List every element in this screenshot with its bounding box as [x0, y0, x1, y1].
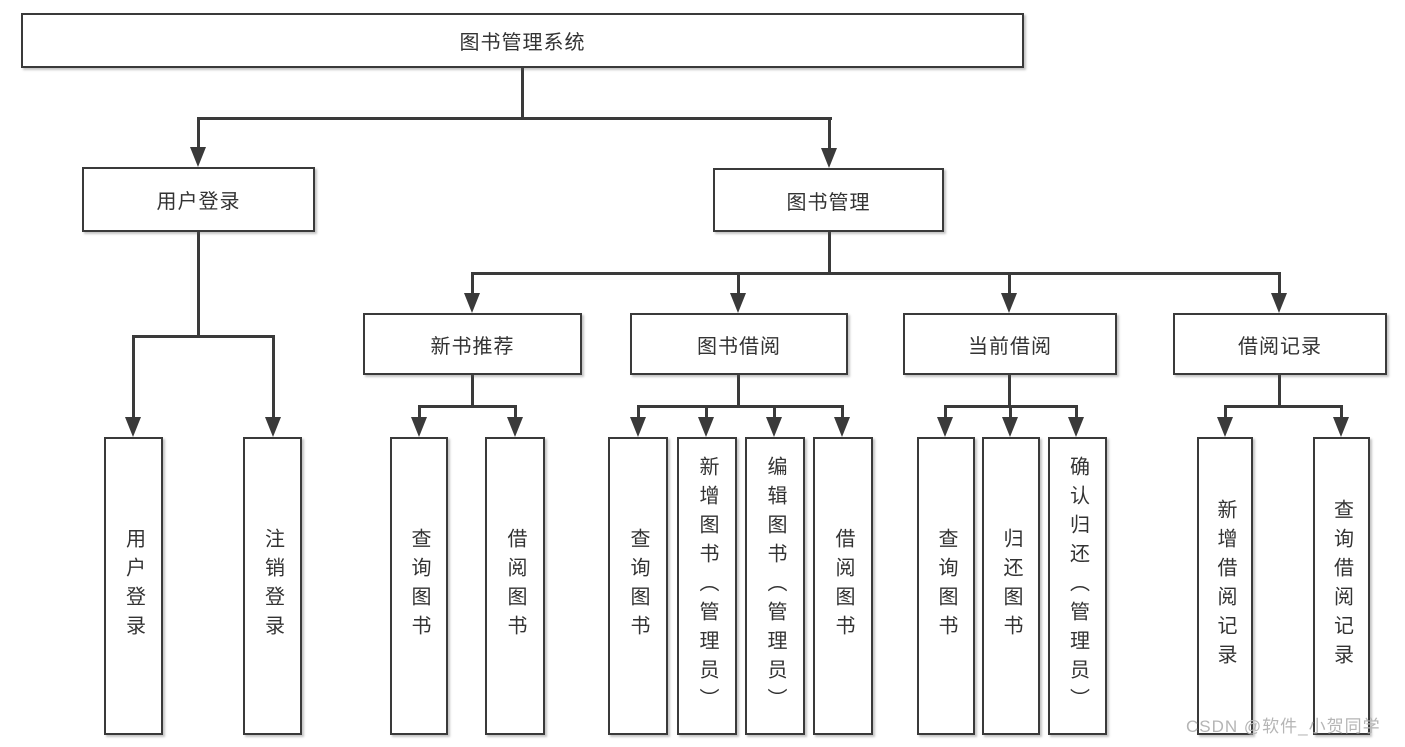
connector-book-mgmt-hline	[471, 272, 1281, 275]
connector-line	[418, 405, 421, 419]
arrow-down-icon	[821, 148, 837, 168]
arrow-down-icon	[834, 417, 850, 437]
connector-nbr-stem	[471, 375, 474, 408]
connector-br-stem	[1278, 375, 1281, 408]
connector-line	[1009, 405, 1012, 419]
connector-line	[637, 405, 640, 419]
connector-line	[737, 272, 740, 296]
node-new-book-recommend: 新书推荐	[363, 313, 582, 375]
leaf-br-query-borrow-record: 查询借阅记录	[1313, 437, 1370, 735]
arrow-down-icon	[1002, 417, 1018, 437]
leaf-cb-confirm-return-admin: 确认归还（管理员）	[1048, 437, 1107, 735]
leaf-bb-edit-book-admin: 编辑图书（管理员）	[745, 437, 805, 735]
arrow-down-icon	[1217, 417, 1233, 437]
connector-line	[471, 272, 474, 296]
leaf-cb-query-books: 查询图书	[917, 437, 975, 735]
arrow-down-icon	[125, 417, 141, 437]
node-borrowing-records: 借阅记录	[1173, 313, 1387, 375]
connector-user-login-stem	[197, 232, 200, 338]
arrow-down-icon	[630, 417, 646, 437]
leaf-bb-add-book-admin: 新增图书（管理员）	[677, 437, 737, 735]
connector-br-hline	[1224, 405, 1343, 408]
connector-book-mgmt-stem	[828, 232, 831, 275]
arrow-down-icon	[1271, 293, 1287, 313]
leaf-logout: 注销登录	[243, 437, 302, 735]
arrow-down-icon	[1333, 417, 1349, 437]
connector-root-stem	[521, 68, 524, 119]
connector-line	[197, 117, 200, 150]
connector-line	[944, 405, 947, 419]
leaf-bb-borrow-books: 借阅图书	[813, 437, 873, 735]
node-current-borrowing: 当前借阅	[903, 313, 1117, 375]
connector-line	[828, 117, 831, 150]
node-book-management: 图书管理	[713, 168, 944, 232]
connector-line	[132, 335, 135, 419]
connector-line	[1340, 405, 1343, 419]
leaf-br-add-borrow-record: 新增借阅记录	[1197, 437, 1253, 735]
leaf-nbr-borrow-books: 借阅图书	[485, 437, 545, 735]
node-book-borrowing: 图书借阅	[630, 313, 848, 375]
arrow-down-icon	[464, 293, 480, 313]
leaf-bb-query-books: 查询图书	[608, 437, 668, 735]
arrow-down-icon	[411, 417, 427, 437]
leaf-user-login: 用户登录	[104, 437, 163, 735]
arrow-down-icon	[766, 417, 782, 437]
arrow-down-icon	[265, 417, 281, 437]
leaf-nbr-query-books: 查询图书	[390, 437, 448, 735]
csdn-watermark: CSDN @软件_小贺同学	[1186, 717, 1381, 736]
connector-line	[1278, 272, 1281, 296]
connector-root-hline	[197, 117, 832, 120]
connector-line	[841, 405, 844, 419]
connector-line	[1224, 405, 1227, 419]
arrow-down-icon	[698, 417, 714, 437]
arrow-down-icon	[937, 417, 953, 437]
connector-cb-stem	[1008, 375, 1011, 408]
leaf-cb-return-books: 归还图书	[982, 437, 1040, 735]
connector-bb-stem	[737, 375, 740, 408]
arrow-down-icon	[1068, 417, 1084, 437]
connector-bb-hline	[637, 405, 844, 408]
connector-line	[514, 405, 517, 419]
node-library-management-system: 图书管理系统	[21, 13, 1024, 68]
arrow-down-icon	[1001, 293, 1017, 313]
connector-line	[705, 405, 708, 419]
connector-line	[1075, 405, 1078, 419]
connector-user-login-hline	[132, 335, 275, 338]
arrow-down-icon	[507, 417, 523, 437]
connector-line	[1008, 272, 1011, 296]
connector-line	[272, 335, 275, 419]
connector-nbr-hline	[418, 405, 517, 408]
connector-line	[773, 405, 776, 419]
arrow-down-icon	[190, 147, 206, 167]
arrow-down-icon	[730, 293, 746, 313]
node-user-login: 用户登录	[82, 167, 315, 232]
